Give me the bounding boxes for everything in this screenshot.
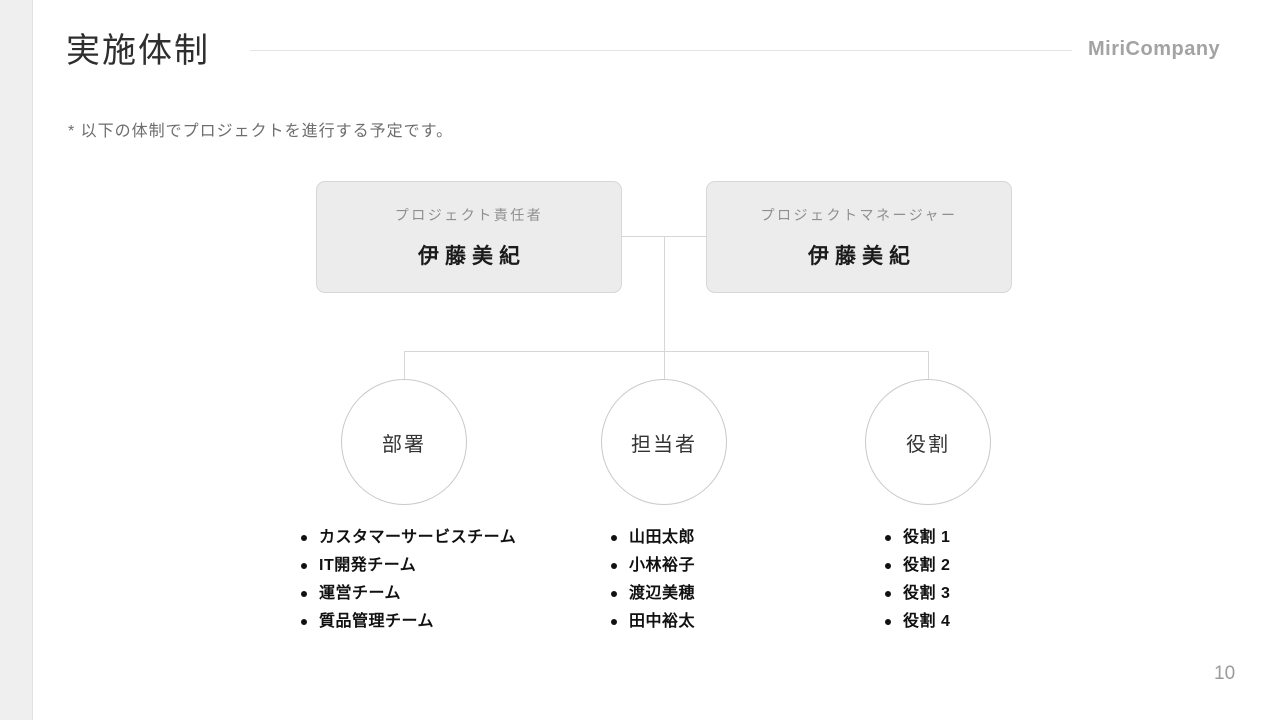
list-item: 役割 4 [884,608,950,636]
page-title: 実施体制 [66,32,210,70]
list-item: 山田太郎 [610,524,695,552]
left-margin-strip [0,0,33,720]
org-box-role-label: プロジェクト責任者 [394,206,544,223]
org-box-project-manager: プロジェクトマネージャー 伊藤美紀 [706,181,1012,293]
role-list: 役割 1 役割 2 役割 3 役割 4 [884,524,950,636]
list-item: 田中裕太 [610,608,695,636]
list-item: 質品管理チーム [300,608,516,636]
list-item: 役割 1 [884,524,950,552]
connector-line-trunk [664,236,665,351]
org-box-person-name: 伊藤美紀 [418,244,526,268]
connector-line-drop-person [664,351,665,379]
org-box-role-label: プロジェクトマネージャー [760,206,958,223]
org-box-person-name: 伊藤美紀 [808,244,916,268]
list-item: 役割 3 [884,580,950,608]
circle-node-department: 部署 [341,379,467,505]
connector-line-span [404,351,928,352]
list-item: IT開発チーム [300,552,516,580]
org-box-project-owner: プロジェクト責任者 伊藤美紀 [316,181,622,293]
list-item: 渡辺美穂 [610,580,695,608]
list-item: 小林裕子 [610,552,695,580]
list-item: カスタマーサービスチーム [300,524,516,552]
department-list: カスタマーサービスチーム IT開発チーム 運営チーム 質品管理チーム [300,524,516,636]
list-item: 役割 2 [884,552,950,580]
person-list: 山田太郎 小林裕子 渡辺美穂 田中裕太 [610,524,695,636]
connector-line-drop-role [928,351,929,379]
connector-line-drop-department [404,351,405,379]
list-item: 運営チーム [300,580,516,608]
circle-node-person: 担当者 [601,379,727,505]
page-number: 10 [1214,663,1236,684]
company-logo-text: MiriCompany [1088,38,1221,60]
title-divider-line [250,50,1072,51]
circle-node-role: 役割 [865,379,991,505]
slide-note: * 以下の体制でプロジェクトを進行する予定です。 [68,123,454,140]
